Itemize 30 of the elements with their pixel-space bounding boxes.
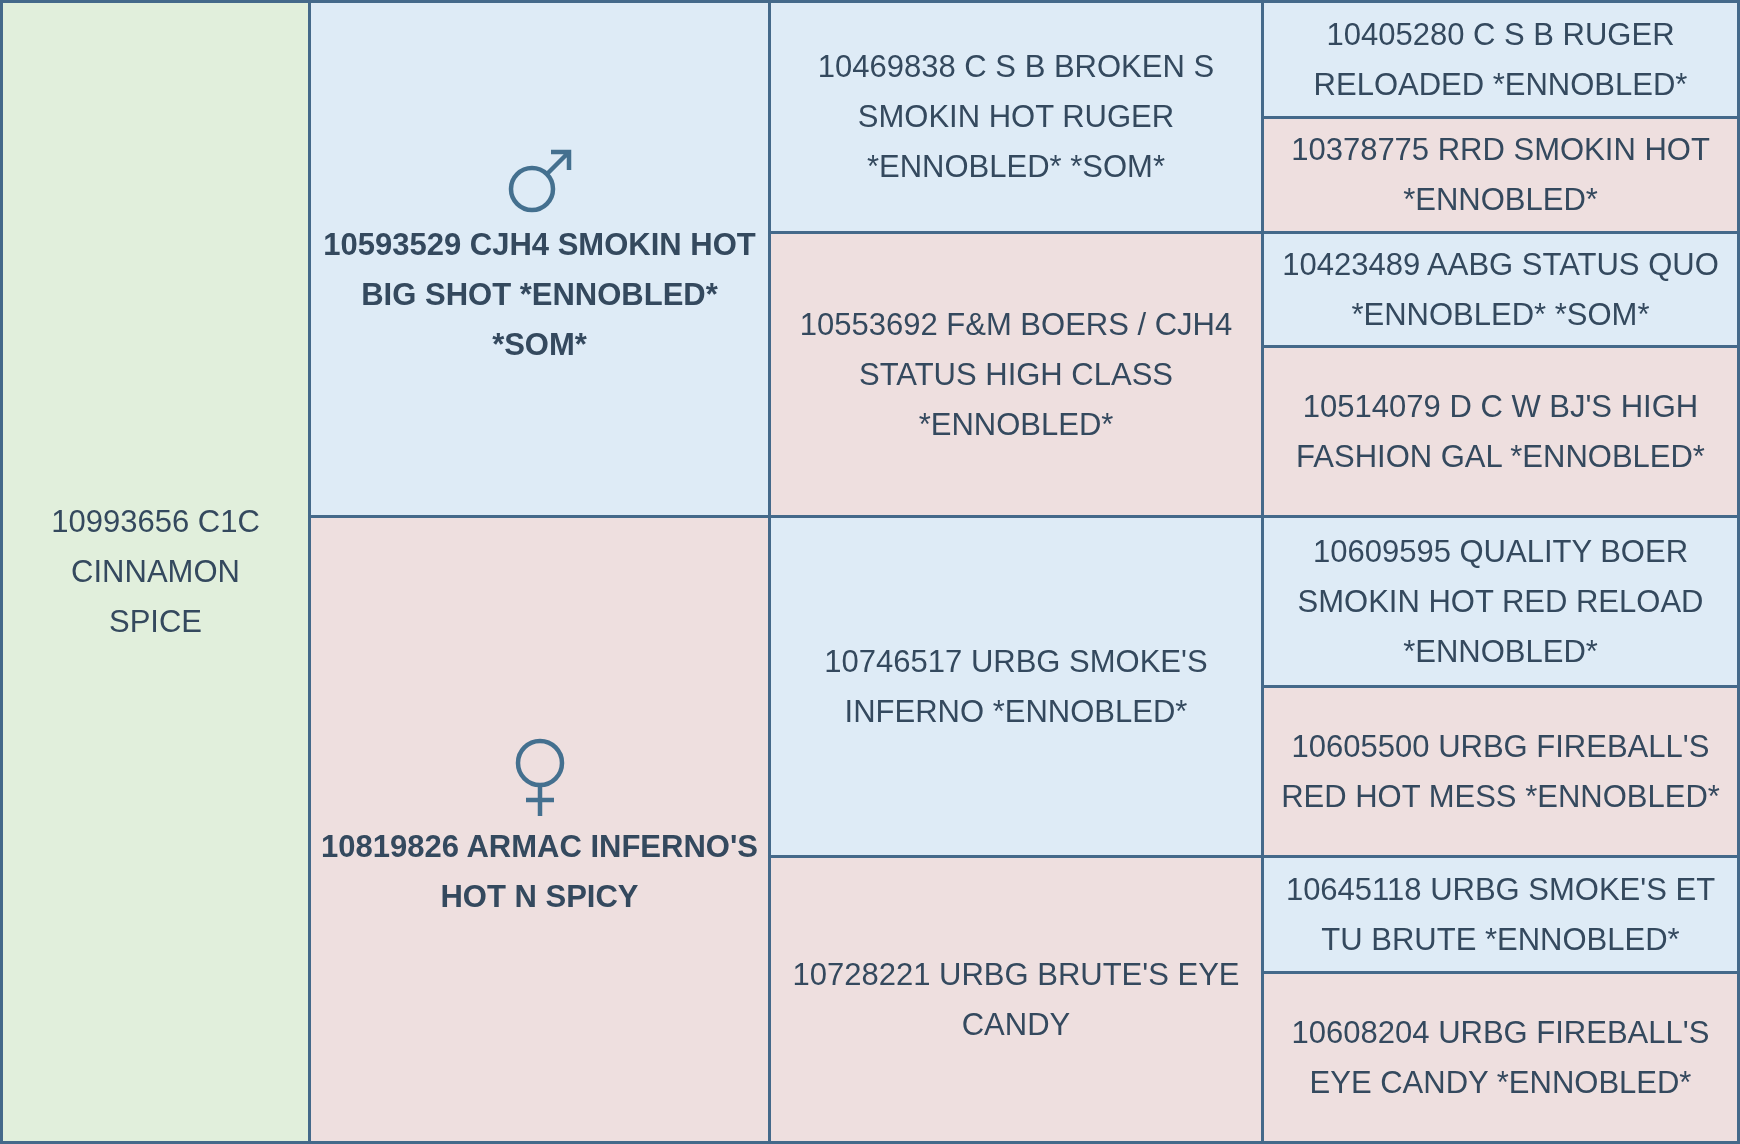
animal-name: 10378775 RRD SMOKIN HOT *ENNOBLED*: [1290, 131, 1711, 219]
animal-name: 10819826 ARMAC INFERNO'S HOT N SPICY: [320, 827, 759, 916]
animal-name: 10608204 URBG FIREBALL'S EYE CANDY *ENNOBLED*: [1290, 1013, 1711, 1102]
animal-name: 10728221 URBG BRUTE'S EYE CANDY: [791, 955, 1241, 1044]
animal-name: 10423489 AABG STATUS QUO *ENNOBLED* *SOM*: [1281, 245, 1720, 334]
pedigree-box: [311, 3, 768, 515]
pedigree-box: [771, 518, 1261, 855]
animal-name: 10746517 URBG SMOKE'S INFERNO *ENNOBLED*: [823, 642, 1209, 731]
pedigree-box: [771, 858, 1261, 1141]
pedigree-box: [1264, 974, 1737, 1141]
pedigree-box: [3, 3, 308, 1141]
animal-name: 10645118 URBG SMOKE'S ET TU BRUTE *ENNOBLED*: [1284, 870, 1717, 959]
pedigree-box: [771, 3, 1261, 231]
animal-name: 10605500 URBG FIREBALL'S RED HOT MESS *ENNOBLED*: [1280, 727, 1721, 816]
pedigree-box: [771, 234, 1261, 515]
animal-name: 10609595 QUALITY BOER SMOKIN HOT RED RELOAD *ENNOBLED*: [1296, 532, 1705, 671]
pedigree-box: [1264, 234, 1737, 345]
pedigree-box: [1264, 348, 1737, 515]
animal-name: 10405280 C S B RUGER RELOADED *ENNOBLED*: [1312, 15, 1689, 104]
pedigree-box: [311, 518, 768, 1141]
pedigree-box: [1264, 119, 1737, 231]
pedigree-box: [1264, 688, 1737, 855]
pedigree-box: [1264, 518, 1737, 685]
pedigree-box: [1264, 3, 1737, 116]
animal-name: 10469838 C S B BROKEN S SMOKIN HOT RUGER *ENNOBLED* *SOM*: [816, 48, 1216, 186]
animal-name: 10553692 F&M BOERS / CJH4 STATUS HIGH CLASS *ENNOBLED*: [798, 305, 1234, 444]
animal-name: 10514079 D C W BJ'S HIGH FASHION GAL *ENNOBLED*: [1295, 387, 1706, 476]
animal-name: 10993656 C1C CINNAMON SPICE: [50, 503, 261, 641]
pedigree-box: [1264, 858, 1737, 971]
animal-name: 10593529 CJH4 SMOKIN HOT BIG SHOT *ENNOBLED* *SOM*: [322, 226, 757, 364]
